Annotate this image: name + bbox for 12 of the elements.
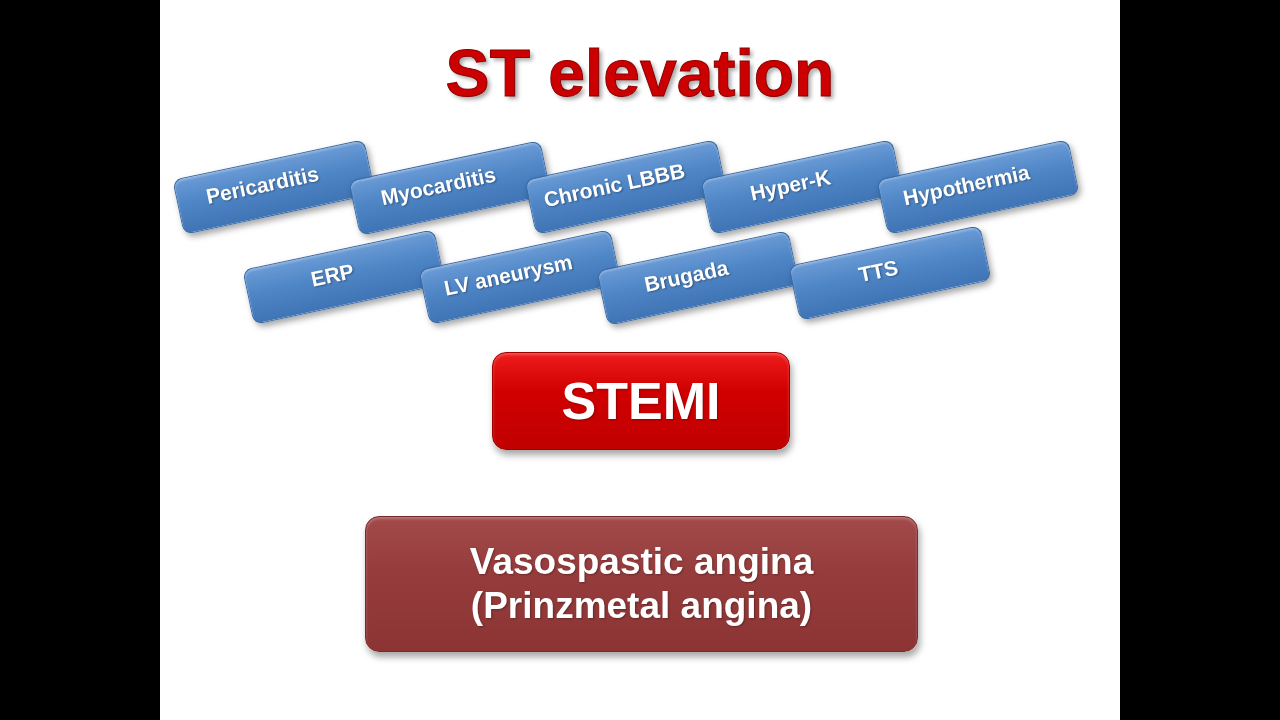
- condition-label: TTS: [856, 256, 900, 285]
- condition-label: Brugada: [642, 256, 731, 295]
- diagnosis-label: Vasospastic angina (Prinzmetal angina): [468, 539, 815, 628]
- diagnosis-label: STEMI: [561, 370, 721, 432]
- title: ST elevation: [445, 40, 835, 106]
- condition-label: ERP: [308, 259, 356, 290]
- diagnosis-box: [365, 516, 918, 652]
- condition-label: LV aneurysm: [442, 250, 575, 299]
- condition-box: [788, 225, 992, 321]
- condition-label: Chronic LBBB: [541, 159, 687, 210]
- diagnosis-box: [492, 352, 790, 450]
- condition-label: Hyper-K: [748, 165, 833, 204]
